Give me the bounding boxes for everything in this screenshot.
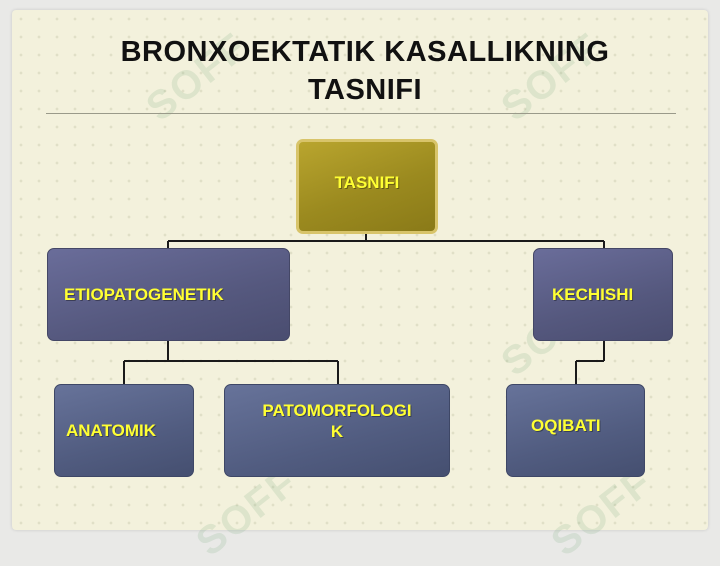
node-kechishi: KECHISHI [533, 248, 673, 341]
node-etiopatogenetik: ETIOPATOGENETIK [47, 248, 290, 341]
title-line-2: TASNIFI [307, 74, 423, 106]
node-tasnifi: TASNIFI [296, 139, 438, 234]
node-anatomik: ANATOMIK [54, 384, 194, 477]
node-patomorfologik-label-line-2: K [330, 421, 344, 441]
title-divider [46, 113, 676, 114]
node-etiopatogenetik-label: ETIOPATOGENETIK [64, 284, 224, 304]
node-oqibati: OQIBATI [506, 384, 645, 477]
node-oqibati-label: OQIBATI [531, 415, 601, 435]
connector-lines [123, 233, 605, 385]
node-patomorfologik-label-line-1: PATOMORFOLOGI [262, 400, 412, 420]
node-tasnifi-label: TASNIFI [334, 172, 400, 192]
title-line-1: BRONXOEKTATIK KASALLIKNING [120, 36, 610, 68]
node-patomorfologik: PATOMORFOLOGI K [224, 384, 450, 477]
page-title: BRONXOEKTATIK KASALLIKNING TASNIFI [40, 33, 690, 109]
node-kechishi-label: KECHISHI [552, 284, 634, 304]
node-anatomik-label: ANATOMIK [66, 420, 157, 440]
